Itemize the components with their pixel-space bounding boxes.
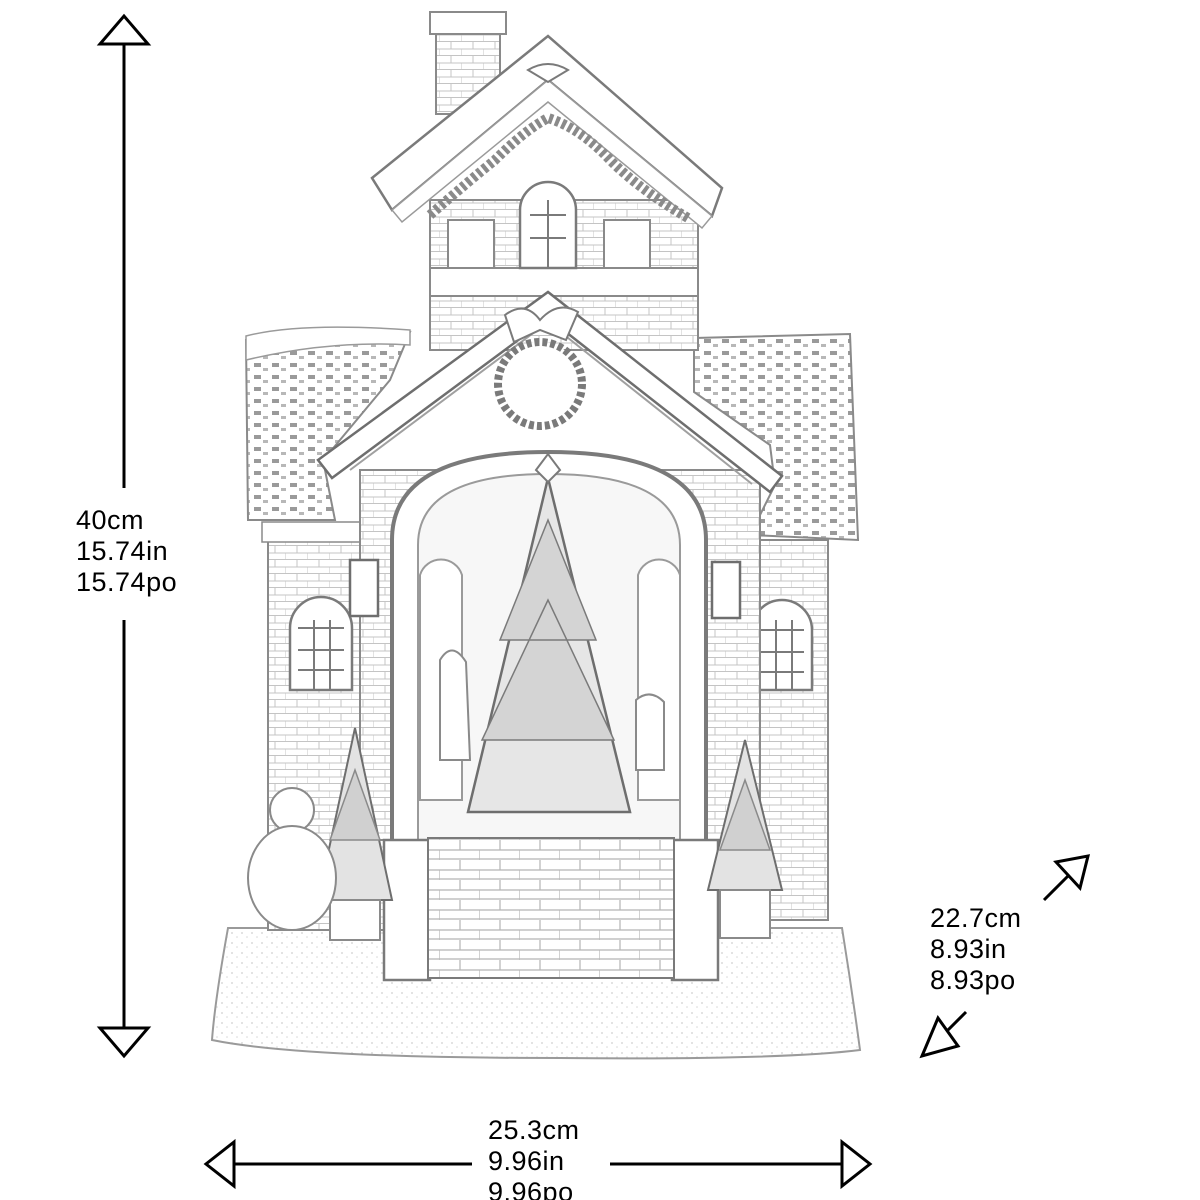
width-dimension-arrow xyxy=(203,1138,873,1190)
width-po: 9.96po xyxy=(488,1177,574,1200)
height-dimension-arrow xyxy=(96,13,152,1059)
height-cm: 40cm xyxy=(76,505,145,535)
width-label: 25.3cm 9.96in 9.96po xyxy=(488,1115,580,1200)
depth-dimension-arrow xyxy=(919,854,1091,1059)
width-cm: 25.3cm xyxy=(488,1115,580,1145)
wreath-icon xyxy=(494,338,586,430)
front-porch xyxy=(316,290,784,982)
depth-cm: 22.7cm xyxy=(930,903,1022,933)
depth-po: 8.93po xyxy=(930,965,1016,995)
lantern-icon xyxy=(710,560,742,620)
yard-decor xyxy=(247,727,784,941)
width-in: 9.96in xyxy=(488,1146,565,1176)
height-in: 15.74in xyxy=(76,536,169,566)
right-wing xyxy=(693,332,860,921)
height-label: 40cm 15.74in 15.74po xyxy=(76,505,177,598)
lantern-icon xyxy=(348,558,380,618)
height-po: 15.74po xyxy=(76,567,178,597)
depth-in: 8.93in xyxy=(930,934,1007,964)
depth-label: 22.7cm 8.93in 8.93po xyxy=(930,903,1022,996)
